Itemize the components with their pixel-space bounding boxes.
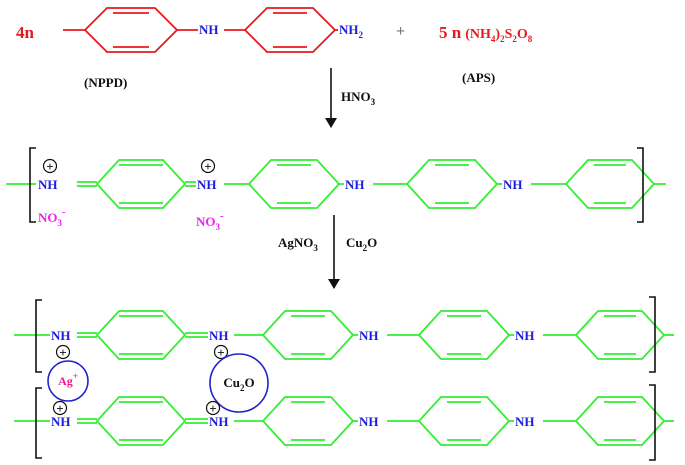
monomer-structure <box>63 7 338 53</box>
cation-marker-4: + <box>213 344 229 360</box>
svg-text:+: + <box>209 401 216 416</box>
cation-marker-1: + <box>42 158 58 174</box>
svg-text:+: + <box>59 345 66 360</box>
composite-bottom-nh-4: NH <box>515 414 535 429</box>
polymer-nh-3: NH <box>345 177 365 192</box>
silver-ion-label: Ag+ <box>58 371 78 388</box>
polymer-nh-1: NH <box>38 177 58 192</box>
composite-bottom-nh-3: NH <box>359 414 379 429</box>
nitrate-counterion-1: NO3- <box>38 206 66 228</box>
composite-top-nh-4: NH <box>515 328 535 343</box>
cation-marker-5: + <box>52 400 68 416</box>
step2-reagent-1: AgNO3 <box>278 235 318 253</box>
monomer-nh-label: NH <box>199 22 219 37</box>
monomer-name-label: (NPPD) <box>84 75 127 90</box>
composite-bottom-nh-1: NH <box>51 414 71 429</box>
cation-marker-2: + <box>200 158 216 174</box>
polymer-nh-4: NH <box>503 177 523 192</box>
svg-text:+: + <box>204 159 211 174</box>
oxidant-formula: 5 n(NH4)2S2O8 <box>439 23 533 44</box>
monomer-nh2-label: NH2 <box>339 22 364 40</box>
svg-text:+: + <box>46 159 53 174</box>
step2-arrow: AgNO3 Cu2O <box>278 215 377 289</box>
cuprous-oxide-particle: Cu2O <box>209 353 269 413</box>
polymer-nh-2: NH <box>197 177 217 192</box>
composite-top-nh-3: NH <box>359 328 379 343</box>
cuprous-oxide-label: Cu2O <box>223 375 254 393</box>
oxidant-name-label: (APS) <box>462 70 495 85</box>
composite-chain-bottom: NH NH NH NH + + <box>14 384 674 461</box>
composite-bottom-nh-2: NH <box>209 414 229 429</box>
silver-ion-particle: Ag+ <box>47 360 89 402</box>
monomer-coefficient: 4n <box>16 23 35 42</box>
plus-sign: + <box>396 23 405 40</box>
cation-marker-6: + <box>205 400 221 416</box>
composite-top-nh-1: NH <box>51 328 71 343</box>
svg-text:+: + <box>217 345 224 360</box>
reactants: 4n NH NH2 (NPPD) + 5 n(NH4)2S2O8 (APS) <box>16 7 533 90</box>
composite-chain-top: NH NH NH NH + + <box>14 296 674 373</box>
cation-marker-3: + <box>55 344 71 360</box>
step1-arrow: HNO3 <box>325 68 376 128</box>
composite-top-nh-2: NH <box>209 328 229 343</box>
nitrate-counterion-2: NO3- <box>196 210 224 232</box>
polymer-chain: NH NH NH NH + + NO3- NO3- <box>6 147 666 232</box>
step2-reagent-2: Cu2O <box>346 235 377 253</box>
step1-reagent: HNO3 <box>341 89 376 107</box>
svg-text:+: + <box>56 401 63 416</box>
